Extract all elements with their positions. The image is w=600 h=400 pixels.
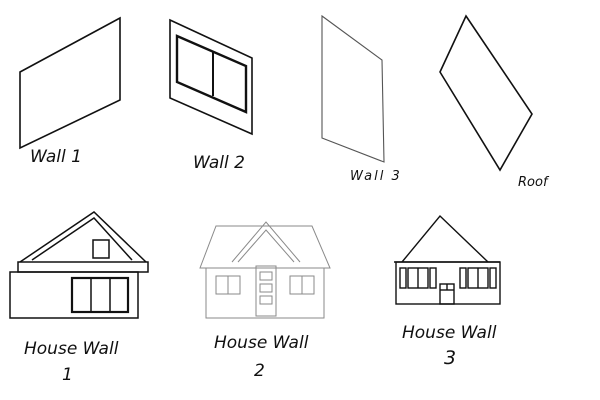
- house-wall-3-label: House Wall: [402, 323, 497, 343]
- house-wall-1-drawing: [9, 211, 149, 319]
- wall-3-shape: [321, 14, 385, 163]
- house-wall-2-label: House Wall: [214, 333, 309, 353]
- house-wall-1-number: 1: [62, 365, 73, 385]
- wall-3-label: Wall 3: [350, 169, 402, 184]
- wall-1-shape: [19, 16, 121, 150]
- wall-2-shape: [169, 18, 253, 136]
- wall-2-label: Wall 2: [193, 153, 245, 173]
- house-wall-3-number: 3: [444, 347, 456, 369]
- house-wall-2-drawing: [199, 221, 331, 319]
- wall-1-label: Wall 1: [30, 147, 82, 167]
- house-wall-1-label: House Wall: [24, 339, 119, 359]
- roof-label: Roof: [518, 175, 550, 190]
- house-wall-2-number: 2: [254, 361, 265, 381]
- house-wall-3-drawing: [394, 214, 501, 305]
- roof-shape: [439, 14, 533, 172]
